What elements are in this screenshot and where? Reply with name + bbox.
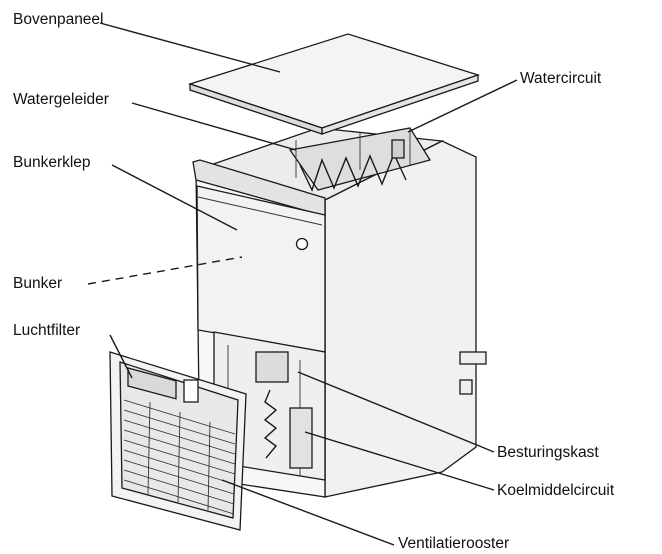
label-luchtfilter: Luchtfilter [13, 322, 81, 339]
top-panel [187, 33, 481, 129]
label-watercircuit: Watercircuit [520, 70, 602, 87]
label-besturingskast: Besturingskast [497, 444, 599, 461]
cabinet-top-rail [192, 159, 326, 217]
label-ventilatierooster: Ventilatierooster [398, 535, 510, 552]
label-bunker: Bunker [13, 275, 63, 292]
ventilation-grille [109, 351, 247, 531]
leader-lines [87, 22, 518, 546]
cabinet-side-panel [324, 140, 477, 498]
door-knob [295, 237, 309, 251]
label-koelmiddelcircuit: Koelmiddelcircuit [497, 482, 615, 499]
control-box [255, 351, 289, 383]
label-watergeleider: Watergeleider [13, 91, 109, 108]
label-bovenpaneel: Bovenpaneel [13, 11, 104, 28]
label-bunkerklep: Bunkerklep [13, 154, 91, 171]
water-circuit-assembly [288, 127, 432, 192]
